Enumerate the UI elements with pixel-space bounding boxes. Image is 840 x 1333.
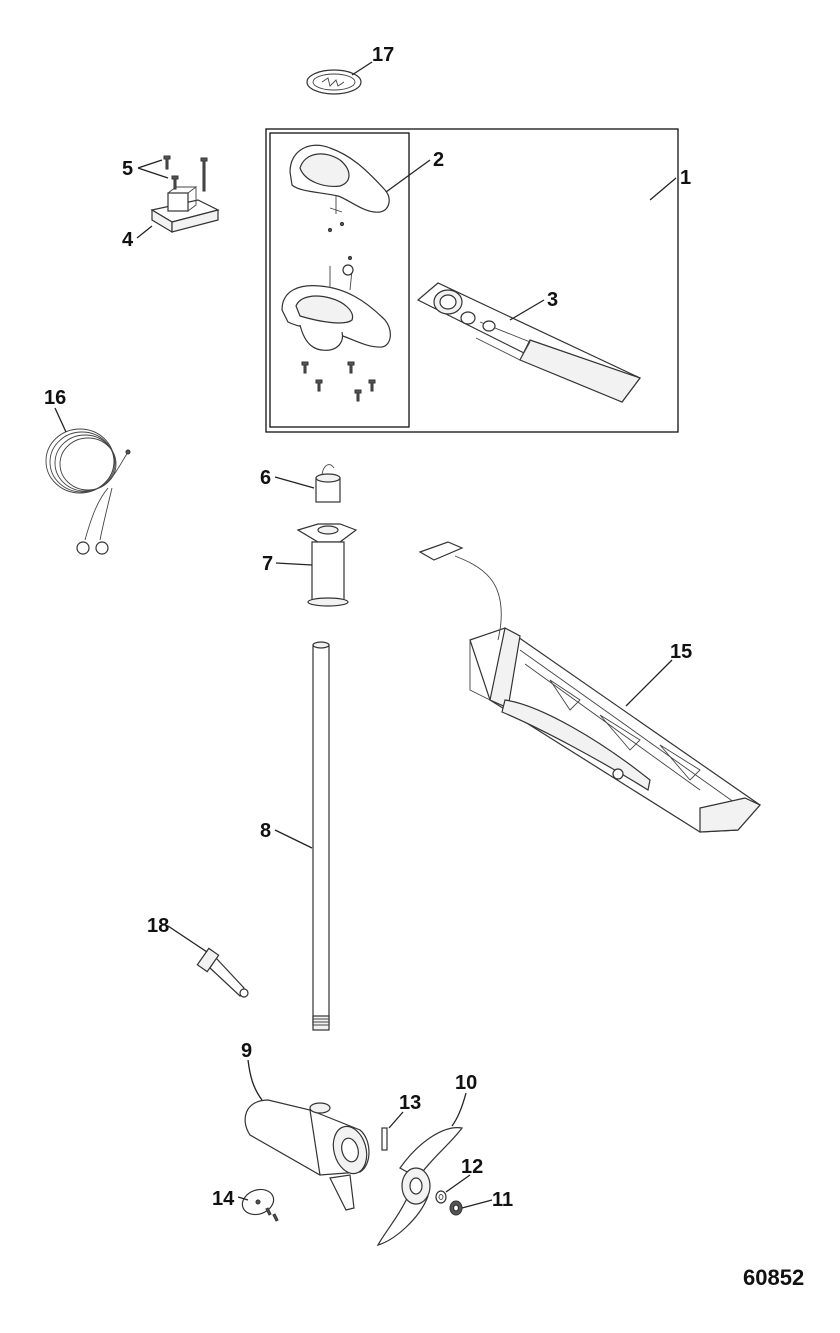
leader-8 [274, 829, 313, 849]
mount-bracket-part [418, 541, 761, 833]
leader-5a [137, 159, 163, 169]
leader-2 [385, 159, 431, 193]
leader-4 [136, 225, 153, 239]
grease-tube-part [196, 947, 249, 998]
leader-14 [237, 1196, 249, 1201]
callout-8: 8 [260, 820, 271, 842]
washer-part [435, 1190, 447, 1204]
callout-11: 11 [492, 1189, 513, 1211]
leader-3 [509, 299, 545, 321]
leader-12 [445, 1174, 471, 1193]
collar-part [315, 464, 341, 503]
assembly-box-2 [269, 132, 410, 428]
leader-16 [54, 407, 67, 433]
leader-lines [54, 61, 677, 1209]
extension-handle-part [416, 282, 641, 403]
callout-16: 16 [44, 387, 66, 409]
leader-17 [351, 61, 373, 76]
handle-screws [301, 361, 376, 402]
callout-13: 13 [399, 1092, 421, 1114]
figure-number: 60852 [743, 1265, 804, 1290]
end-plate-part [241, 1188, 279, 1222]
callout-10: 10 [455, 1072, 477, 1094]
callout-15: 15 [670, 641, 692, 663]
decal-part [306, 69, 362, 95]
callout-12: 12 [461, 1156, 483, 1178]
callout-7: 7 [262, 553, 273, 575]
callout-1: 1 [680, 167, 691, 189]
shaft-part [312, 641, 330, 1031]
nut-part [449, 1200, 463, 1216]
bushing-part [296, 523, 358, 607]
leader-9 [247, 1059, 263, 1101]
control-board-part [150, 186, 220, 234]
tiller-handle-part [281, 144, 391, 402]
motor-part [244, 1099, 370, 1211]
callout-14: 14 [212, 1188, 235, 1210]
leader-6 [274, 476, 315, 489]
callout-2: 2 [433, 149, 444, 171]
propeller-part [376, 1127, 464, 1246]
leader-7 [275, 562, 313, 566]
callout-5: 5 [122, 158, 133, 180]
assembly-box-1 [265, 128, 679, 433]
leader-13 [388, 1111, 404, 1129]
callout-9: 9 [241, 1040, 252, 1062]
callout-18: 18 [147, 915, 169, 937]
leader-15 [625, 659, 673, 707]
callout-6: 6 [260, 467, 271, 489]
leader-18 [167, 925, 208, 953]
leader-5b [137, 167, 169, 179]
leader-1 [649, 177, 677, 201]
battery-cable-part [45, 428, 131, 555]
board-screws [163, 155, 208, 192]
drive-pin-part [381, 1127, 388, 1151]
callout-17: 17 [372, 44, 394, 66]
leader-11 [461, 1199, 493, 1209]
leader-10 [451, 1092, 467, 1127]
callout-4: 4 [122, 229, 134, 251]
callout-3: 3 [547, 289, 558, 311]
